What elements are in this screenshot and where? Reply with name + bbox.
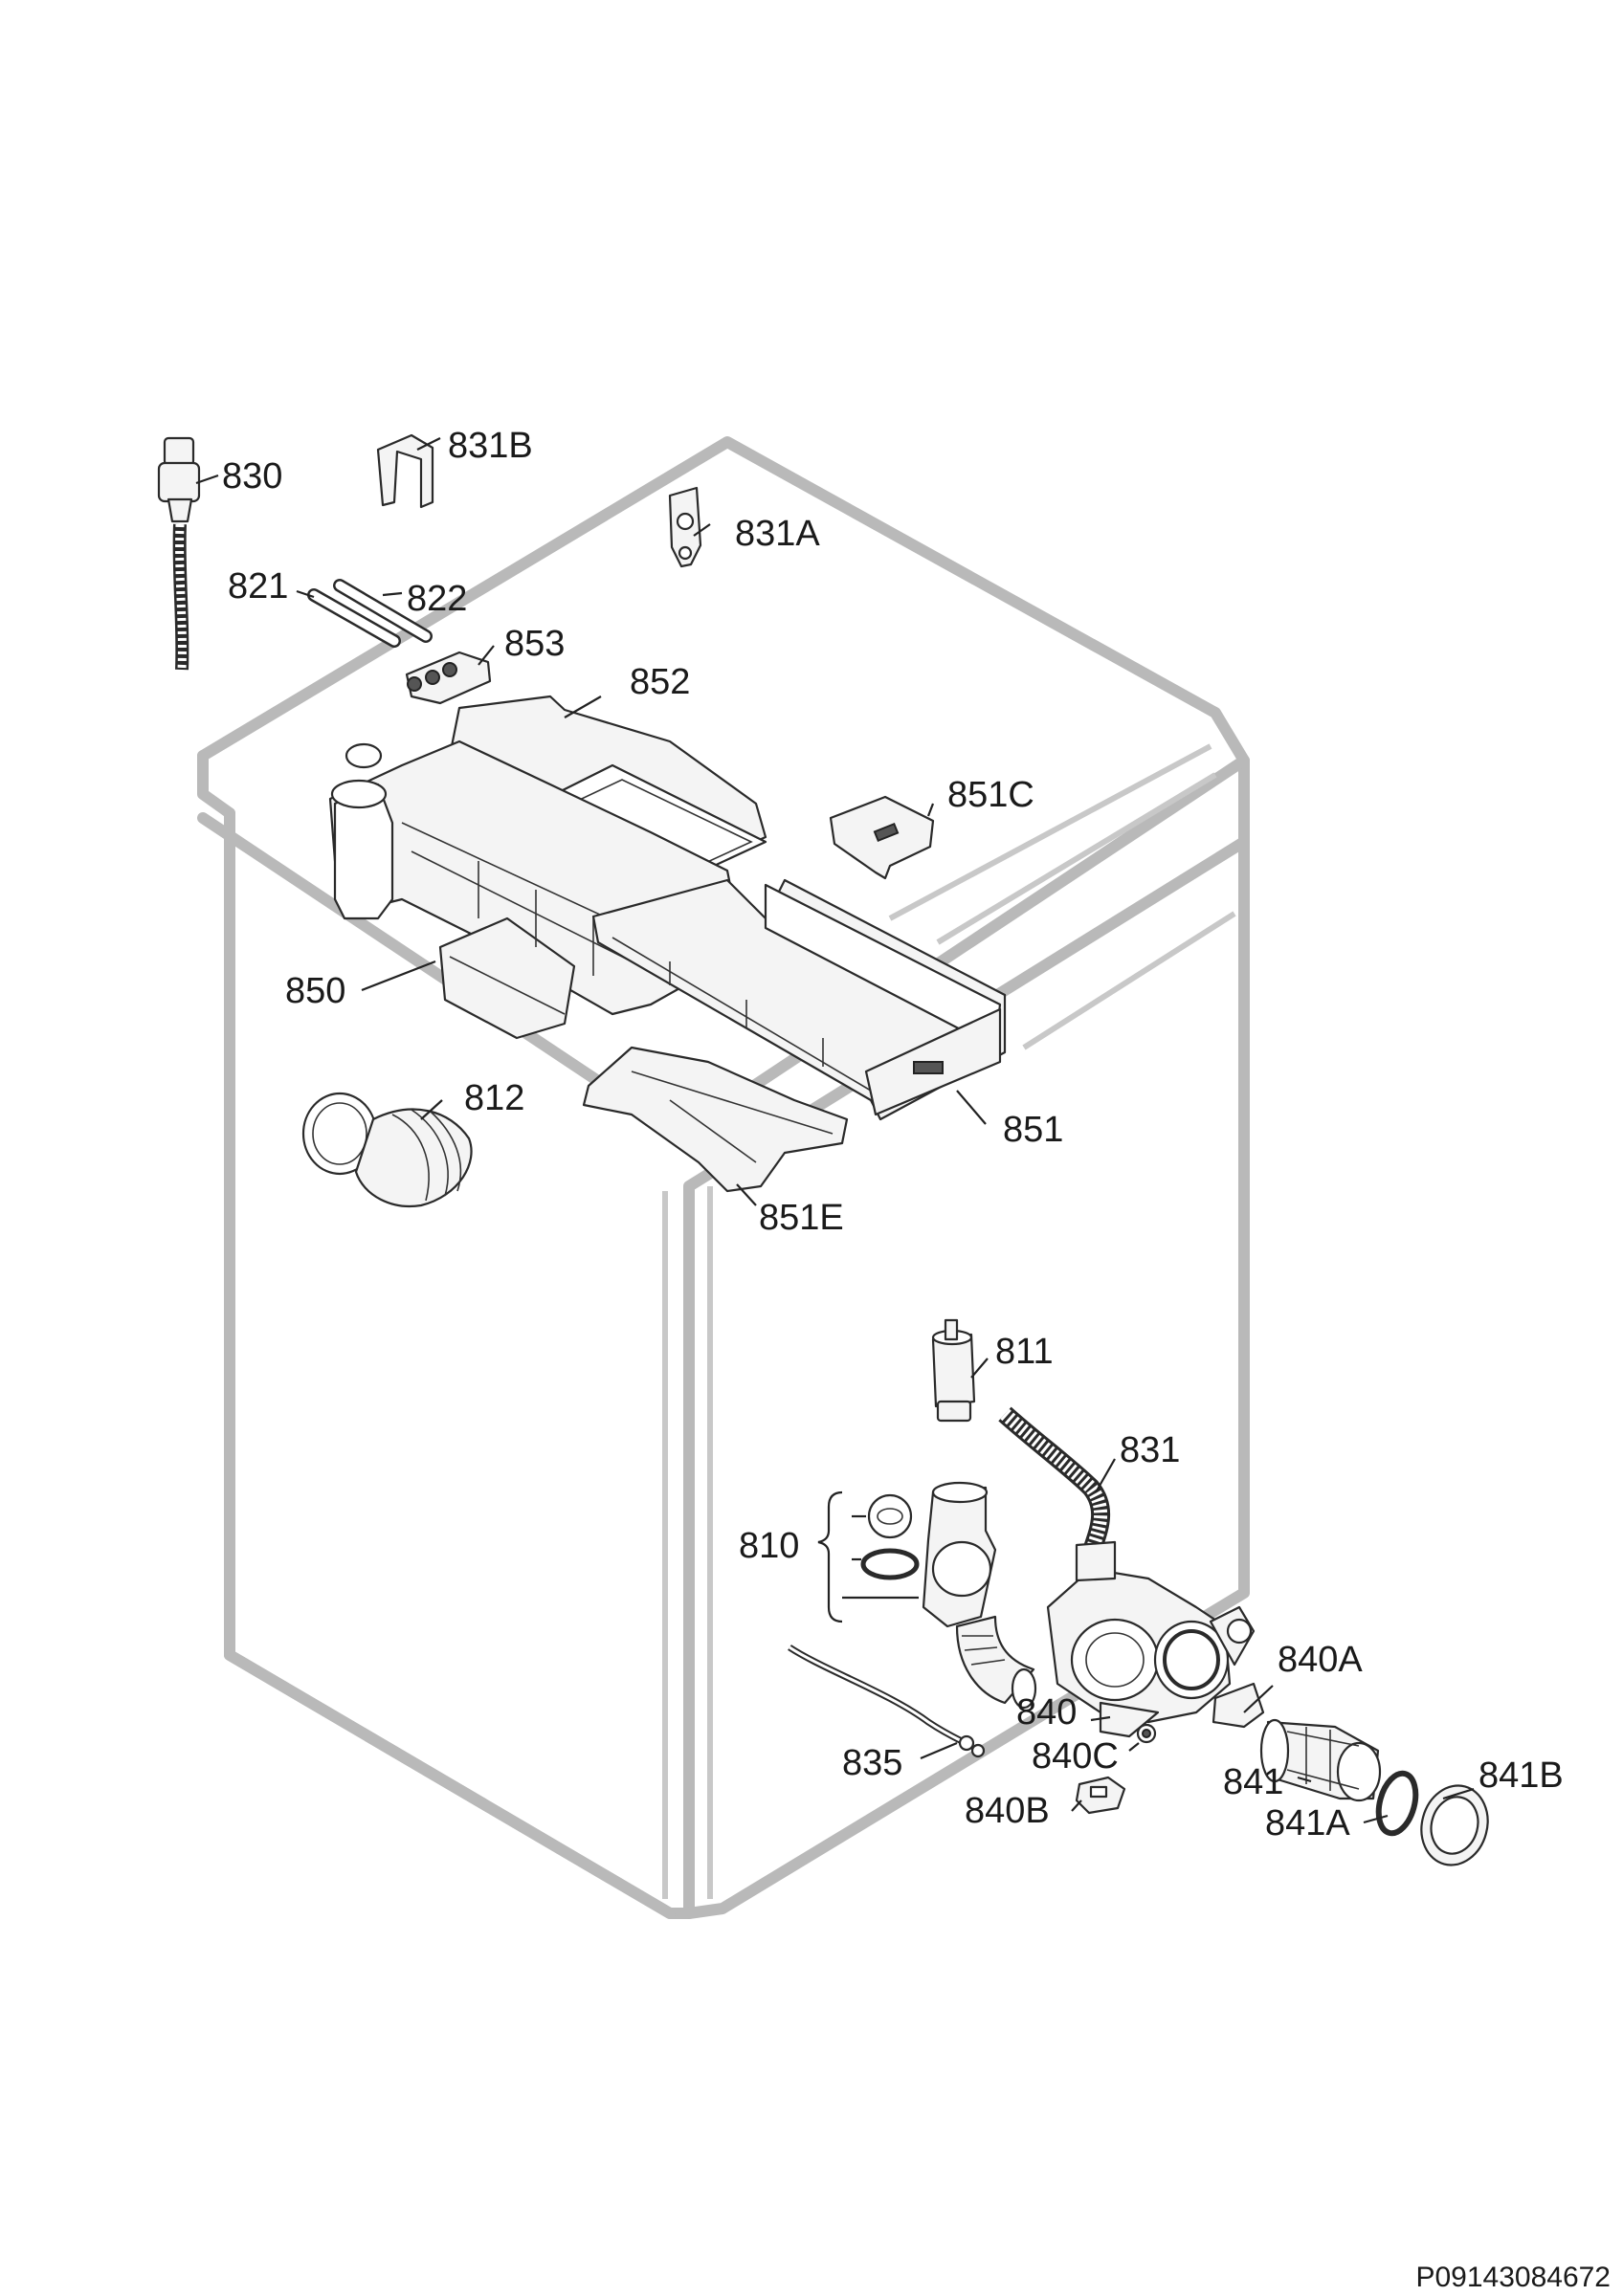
- label-821: 821: [228, 566, 288, 607]
- label-851C: 851C: [947, 775, 1034, 815]
- label-853: 853: [504, 624, 565, 664]
- label-812: 812: [464, 1078, 524, 1118]
- air-chamber-part: [931, 1318, 976, 1423]
- drawer-handle-part: [829, 795, 935, 880]
- inlet-hose-part: [157, 436, 201, 671]
- small-cap-part: [1136, 1723, 1157, 1744]
- pump-filter-part: [1259, 1718, 1382, 1802]
- hose-bracket-part: [668, 486, 702, 568]
- label-841B: 841B: [1478, 1755, 1564, 1796]
- label-831A: 831A: [735, 514, 820, 554]
- callout-labels: 830 831B 831A 821 822 853 852 851C 850 8…: [222, 426, 1564, 1843]
- label-841A: 841A: [1265, 1803, 1350, 1843]
- label-841: 841: [1223, 1762, 1283, 1802]
- drain-hose-part: [998, 1406, 1111, 1557]
- pump-bracket-part: [1075, 1776, 1126, 1815]
- label-851E: 851E: [759, 1198, 844, 1238]
- label-850: 850: [285, 971, 345, 1011]
- label-840C: 840C: [1032, 1736, 1119, 1777]
- label-851: 851: [1003, 1110, 1063, 1150]
- label-840A: 840A: [1278, 1640, 1363, 1680]
- label-840: 840: [1016, 1692, 1077, 1733]
- drawing-code: P09143084672: [1415, 2262, 1611, 2293]
- label-831B: 831B: [448, 426, 533, 466]
- label-840B: 840B: [965, 1791, 1050, 1831]
- label-835: 835: [842, 1743, 902, 1783]
- cable-part: [788, 1645, 986, 1758]
- label-830: 830: [222, 456, 282, 497]
- label-831: 831: [1120, 1430, 1180, 1470]
- siphon-cover-part: [582, 1046, 849, 1193]
- detergent-drawer-part: [591, 878, 1007, 1121]
- pump-cover-part: [1212, 1682, 1265, 1729]
- pump-housing-part: [1046, 1540, 1256, 1738]
- filter-seal-part: [1375, 1770, 1419, 1837]
- inlet-valve-part: [405, 651, 492, 705]
- label-822: 822: [407, 579, 467, 619]
- label-811: 811: [995, 1332, 1054, 1372]
- cabinet-outline: [197, 436, 1250, 1919]
- leader-lines: [195, 437, 1475, 1824]
- bellows-part: [301, 1092, 473, 1208]
- hose-clip-part: [376, 433, 434, 509]
- label-852: 852: [630, 662, 690, 702]
- label-810: 810: [739, 1526, 799, 1566]
- sump-hose-part: [860, 1481, 1037, 1710]
- pipes-part: [307, 579, 433, 648]
- filter-cap-part: [1420, 1784, 1489, 1866]
